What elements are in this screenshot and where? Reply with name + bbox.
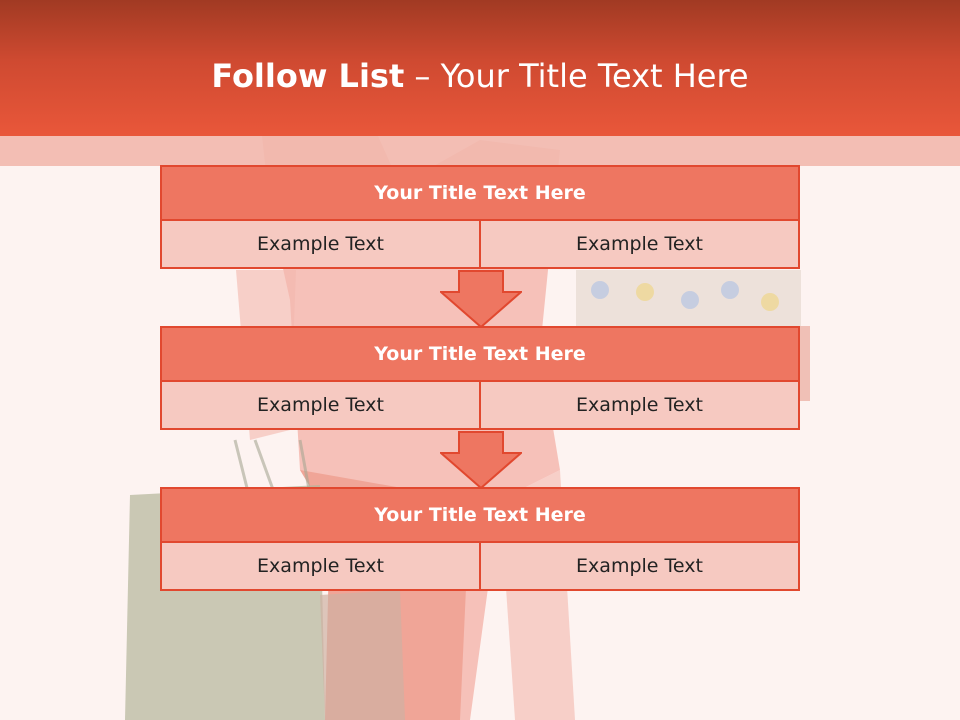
block-row: Example Text Example Text (160, 382, 800, 430)
title-bar (0, 0, 960, 136)
block-cell-right: Example Text (481, 543, 800, 591)
list-block-2: Your Title Text Here Example Text Exampl… (160, 326, 800, 430)
list-block-1: Your Title Text Here Example Text Exampl… (160, 165, 800, 269)
block-title: Your Title Text Here (160, 165, 800, 221)
title-bar-strip (0, 136, 960, 166)
slide-title-rest: – Your Title Text Here (404, 57, 749, 95)
block-cell-left: Example Text (160, 221, 481, 269)
block-cell-left: Example Text (160, 543, 481, 591)
block-row: Example Text Example Text (160, 221, 800, 269)
down-arrow-icon (440, 431, 522, 489)
block-title: Your Title Text Here (160, 487, 800, 543)
slide-title: Follow List – Your Title Text Here (0, 56, 960, 96)
list-block-3: Your Title Text Here Example Text Exampl… (160, 487, 800, 591)
block-title: Your Title Text Here (160, 326, 800, 382)
slide-title-bold: Follow List (211, 57, 405, 95)
block-cell-right: Example Text (481, 382, 800, 430)
block-cell-right: Example Text (481, 221, 800, 269)
down-arrow-icon (440, 270, 522, 328)
block-row: Example Text Example Text (160, 543, 800, 591)
block-cell-left: Example Text (160, 382, 481, 430)
